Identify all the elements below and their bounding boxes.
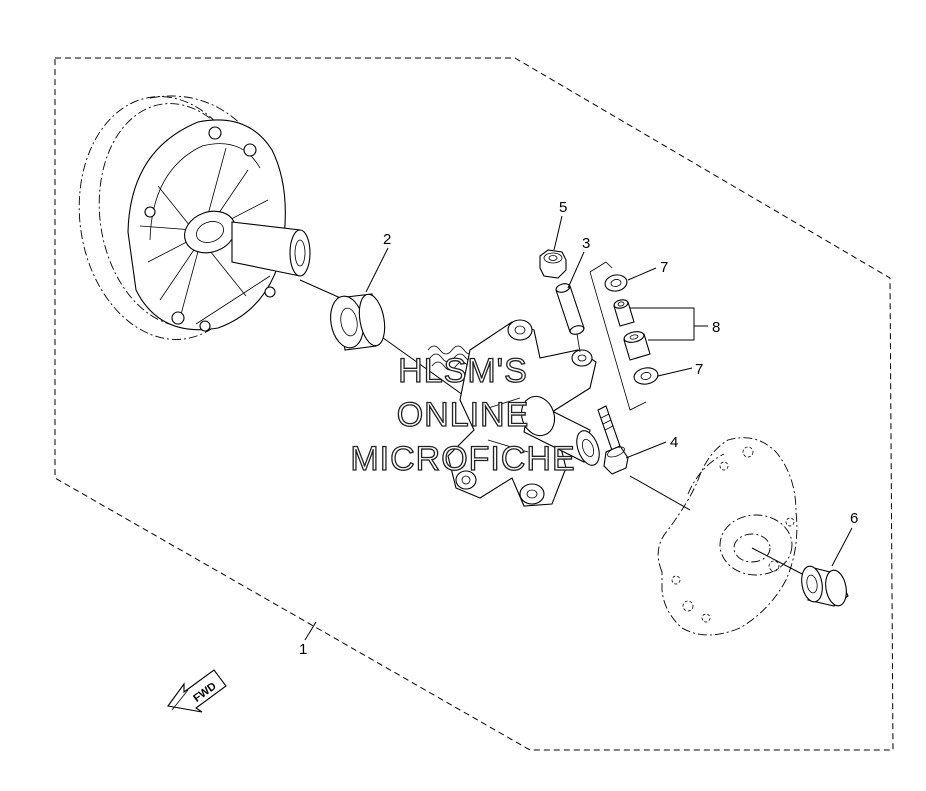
bushing-8-large <box>623 331 651 361</box>
axis-line-3 <box>629 475 691 511</box>
callout-8: 8 <box>712 319 720 336</box>
axis-line-2 <box>371 329 471 401</box>
watermark: HLSM'S ONLINE MICROFICHE <box>350 351 576 478</box>
callout-1: 1 <box>299 641 307 658</box>
nut-5 <box>539 249 567 279</box>
leader-7-lower <box>657 367 693 377</box>
washer-7-lower <box>633 367 659 385</box>
axis-line-1 <box>299 279 346 301</box>
leader-collar-to-spider <box>576 333 581 353</box>
watermark-line-3: MICROFICHE <box>350 440 575 478</box>
callout-2: 2 <box>383 231 391 248</box>
axis-line-4 <box>751 547 807 577</box>
callout-5: 5 <box>559 199 567 216</box>
bolt-4 <box>597 405 629 475</box>
leader-7-upper <box>627 267 657 281</box>
leader-1 <box>304 621 317 641</box>
leader-3 <box>567 251 585 289</box>
callout-4: 4 <box>670 434 678 451</box>
group-bracket <box>589 261 647 411</box>
watermark-line-2: ONLINE <box>397 396 530 434</box>
spider-assembly <box>427 319 600 507</box>
collar-3 <box>555 283 585 335</box>
callout-3: 3 <box>582 235 590 252</box>
leader-6 <box>831 527 853 567</box>
fwd-arrow-icon: FWD <box>167 669 227 713</box>
callout-7-lower: 7 <box>695 361 703 378</box>
assembly-boundary <box>54 57 894 751</box>
leader-4 <box>625 441 667 459</box>
washer-7-upper <box>604 274 628 292</box>
leader-8 <box>630 307 708 341</box>
bushing-8-small <box>613 299 635 327</box>
leader-2 <box>365 247 389 293</box>
bushing-2 <box>330 293 386 351</box>
callout-6: 6 <box>850 510 858 527</box>
bearing-6 <box>801 565 849 607</box>
callout-7-upper: 7 <box>660 259 668 276</box>
cover-plate <box>657 437 798 636</box>
watermark-line-1: HLSM'S <box>398 352 528 390</box>
primary-sheave <box>78 95 311 340</box>
leader-5 <box>553 215 563 251</box>
